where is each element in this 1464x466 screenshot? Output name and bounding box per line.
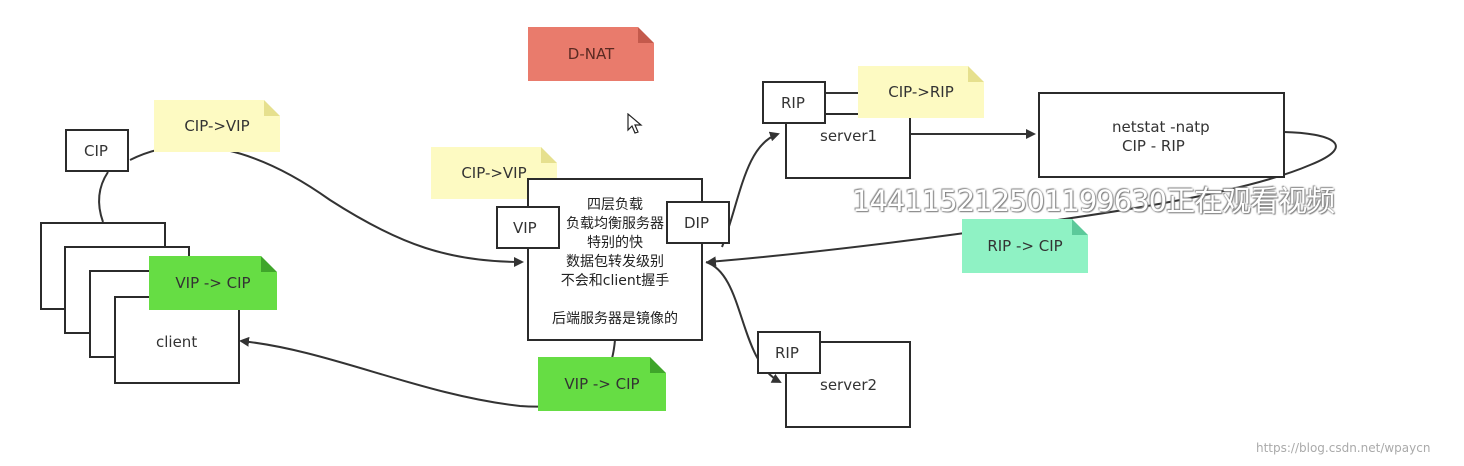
server1-box [785, 113, 911, 179]
note-vip-to-cip-left: VIP -> CIP [149, 256, 277, 310]
note-fold [650, 357, 666, 373]
lb-line: 四层负载 [587, 197, 643, 213]
lb-line: 特别的快 [587, 235, 643, 251]
vip-box [496, 206, 560, 249]
note-text: RIP -> CIP [987, 237, 1063, 255]
note-rip-to-cip: RIP -> CIP [962, 219, 1088, 273]
lb-line: 不会和client握手 [560, 273, 670, 289]
client-label: client [156, 333, 198, 351]
load-balancer-description: 四层负载 负载均衡服务器 特别的快 数据包转发级别 不会和client握手 后端… [530, 196, 700, 329]
dip-box [666, 201, 730, 244]
note-text: VIP -> CIP [175, 274, 251, 292]
lb-line: 负载均衡服务器 [566, 216, 664, 232]
rip-box-server1 [762, 81, 826, 124]
rip-box-server2 [757, 331, 821, 374]
note-cip-to-rip: CIP->RIP [858, 66, 984, 118]
note-fold [1072, 219, 1088, 235]
server1-label: server1 [820, 127, 878, 145]
note-text: VIP -> CIP [564, 375, 640, 393]
note-fold [261, 256, 277, 272]
note-text: CIP->VIP [461, 164, 527, 182]
netstat-command: netstat -natp [1112, 118, 1210, 136]
rip-label-server2: RIP [775, 344, 799, 362]
note-fold [541, 147, 557, 163]
netstat-box [1038, 92, 1285, 178]
cip-box [65, 129, 129, 172]
lb-line [530, 291, 700, 310]
dnat-note: D-NAT [528, 27, 654, 81]
netstat-connection: CIP - RIP [1122, 137, 1185, 155]
dnat-label: D-NAT [567, 45, 615, 63]
note-vip-to-cip-bottom: VIP -> CIP [538, 357, 666, 411]
lb-line: 后端服务器是镜像的 [552, 311, 678, 327]
note-fold [968, 66, 984, 82]
vip-label: VIP [513, 219, 537, 237]
rip-label-server1: RIP [781, 94, 805, 112]
client-box [114, 296, 240, 384]
cursor-icon [627, 113, 643, 134]
source-credit: https://blog.csdn.net/wpaycn [1256, 441, 1431, 455]
server2-label: server2 [820, 376, 878, 394]
note-fold [638, 27, 654, 43]
note-text: CIP->RIP [888, 83, 954, 101]
cip-label: CIP [84, 142, 108, 160]
return-arrow-netstat-to-lb [706, 131, 1337, 267]
note-fold [264, 100, 280, 116]
dip-label: DIP [684, 214, 710, 232]
lb-line: 数据包转发级别 [566, 254, 664, 270]
viewer-count-watermark: 1441152125011996​30正在观看视频 [852, 184, 1335, 218]
note-cip-to-vip-left: CIP->VIP [154, 100, 280, 152]
note-text: CIP->VIP [184, 117, 250, 135]
cip-to-client-line [98, 171, 109, 223]
arrow-dip-to-server1 [721, 131, 780, 248]
